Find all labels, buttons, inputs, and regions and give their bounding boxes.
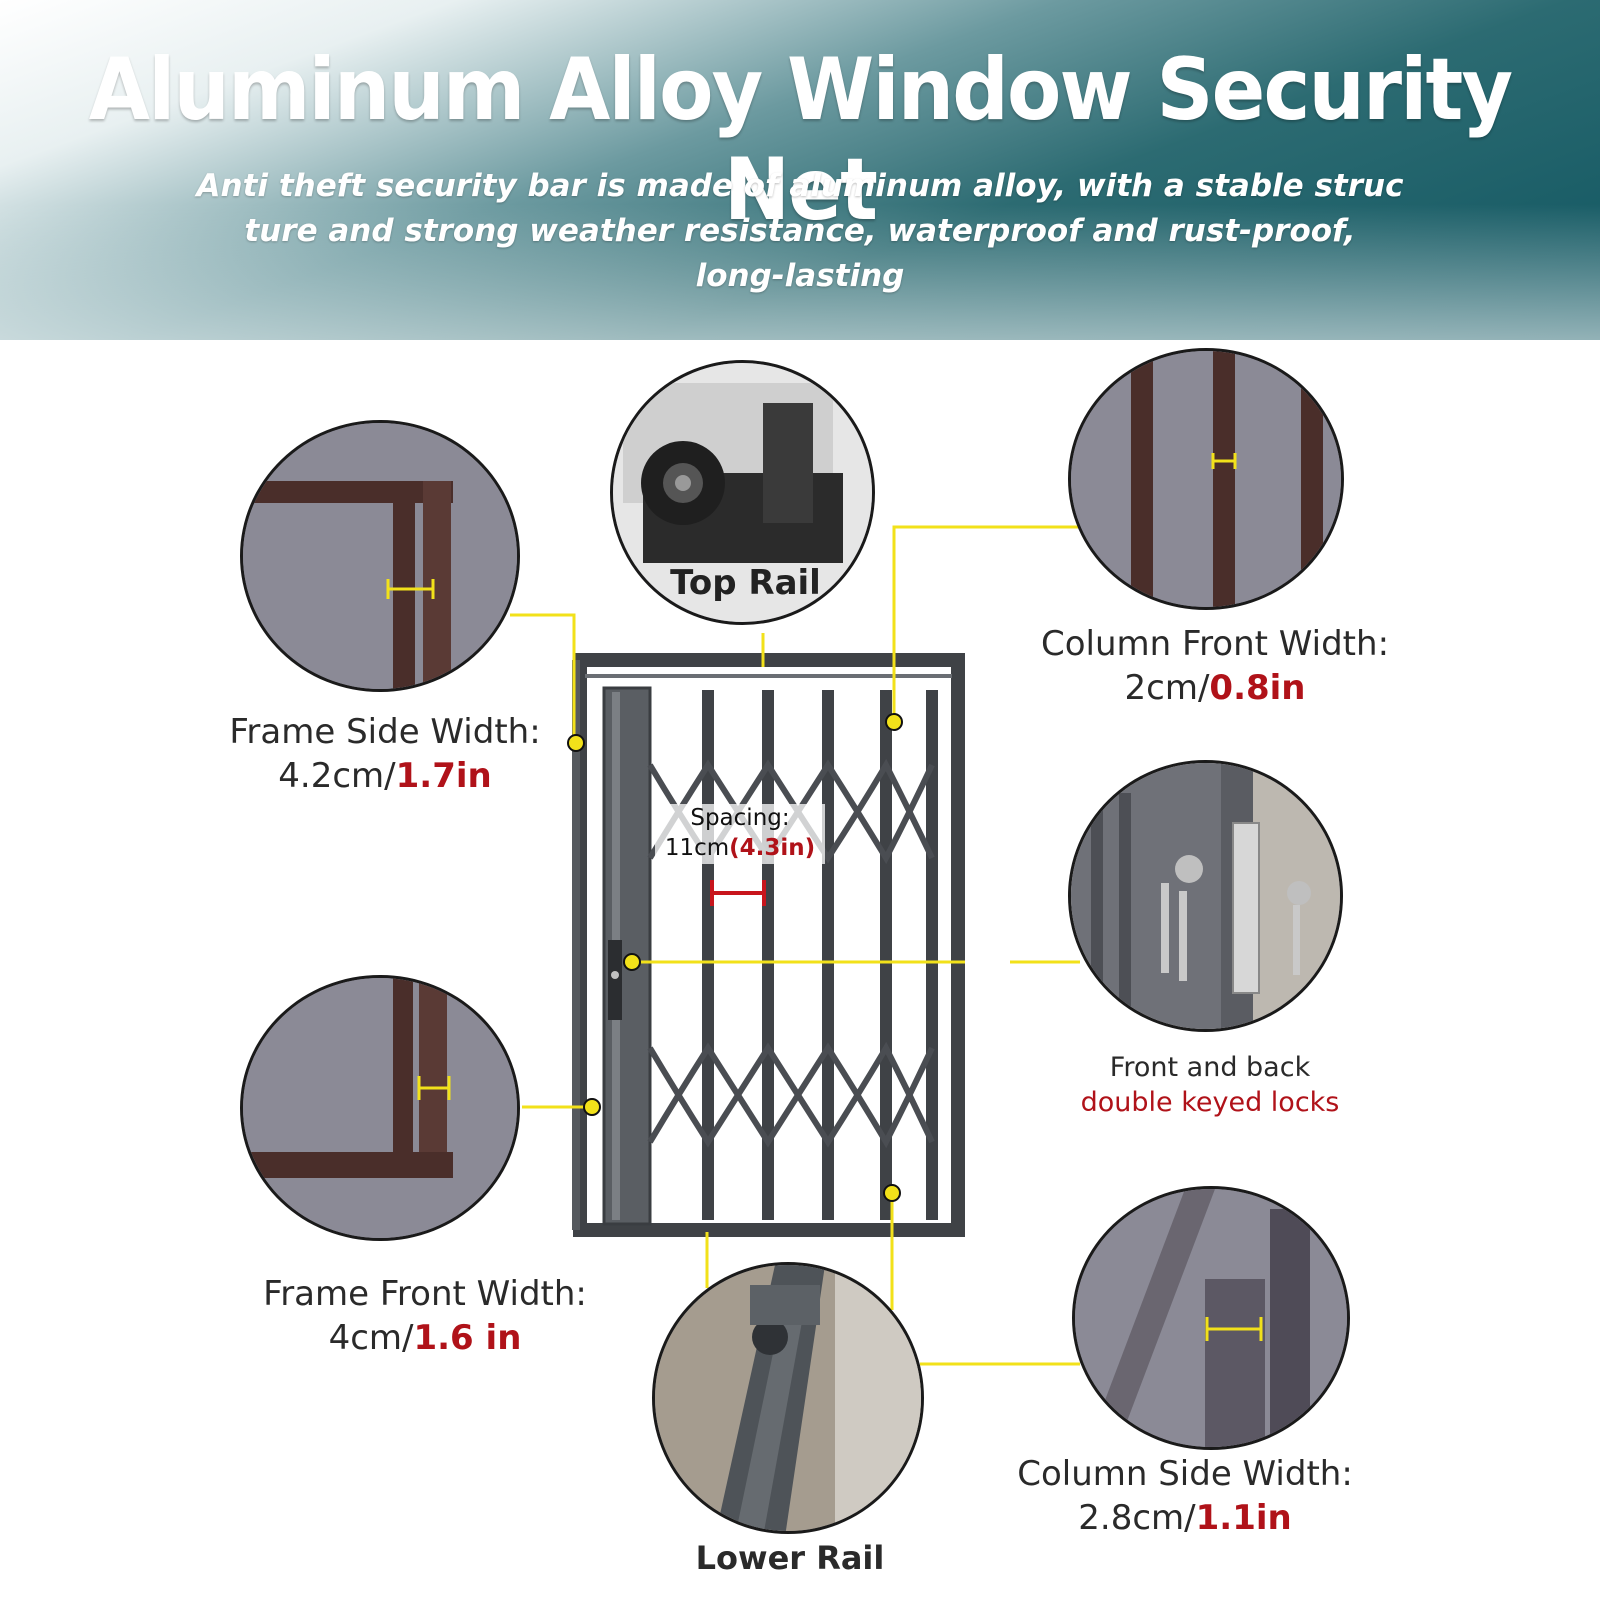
spacing-label: Spacing: 11cm(4.3in) bbox=[655, 804, 825, 864]
spacing-title: Spacing: bbox=[690, 805, 790, 831]
top-rail-detail: Top Rail bbox=[610, 360, 875, 625]
page-subtitle: Anti theft security bar is made of alumi… bbox=[140, 164, 1460, 299]
column-side-metric: 2.8cm/ bbox=[1078, 1498, 1196, 1539]
top-rail-label: Top Rail bbox=[670, 563, 821, 603]
column-front-metric: 2cm/ bbox=[1124, 668, 1210, 709]
column-side-detail bbox=[1072, 1186, 1350, 1450]
frame-side-title: Frame Side Width: bbox=[229, 712, 541, 752]
locks-line-2: double keyed locks bbox=[1080, 1087, 1340, 1119]
header-banner bbox=[0, 0, 1600, 340]
gate-lock-body bbox=[608, 940, 622, 1020]
subtitle-line-3: long-lasting bbox=[695, 258, 905, 294]
column-side-value: 2.8cm/1.1in bbox=[975, 1496, 1395, 1540]
column-side-imperial: 1.1in bbox=[1195, 1498, 1292, 1539]
lower-lattice bbox=[647, 1041, 935, 1149]
frame-side-detail bbox=[240, 420, 520, 692]
column-front-label: Column Front Width: 2cm/0.8in bbox=[1000, 622, 1430, 710]
column-front-detail bbox=[1068, 348, 1344, 610]
column-front-value: 2cm/0.8in bbox=[1000, 666, 1430, 710]
frame-side-imperial: 1.7in bbox=[395, 756, 492, 797]
column-front-title: Column Front Width: bbox=[1040, 624, 1390, 664]
frame-front-imperial: 1.6 in bbox=[413, 1318, 522, 1359]
column-side-label: Column Side Width: 2.8cm/1.1in bbox=[975, 1452, 1395, 1540]
frame-front-detail bbox=[240, 975, 520, 1241]
frame-side-value: 4.2cm/1.7in bbox=[200, 754, 570, 798]
frame-side-metric: 4.2cm/ bbox=[278, 756, 396, 797]
column-side-title: Column Side Width: bbox=[1017, 1454, 1353, 1494]
locks-line-1: Front and back bbox=[1109, 1052, 1311, 1083]
frame-side-label: Frame Side Width: 4.2cm/1.7in bbox=[200, 710, 570, 798]
callout-lines bbox=[510, 525, 1080, 1366]
spacing-value: 11cm(4.3in) bbox=[655, 834, 825, 864]
frame-front-title: Frame Front Width: bbox=[263, 1274, 587, 1314]
locks-detail bbox=[1068, 760, 1343, 1032]
spacing-metric: 11cm bbox=[664, 834, 730, 861]
callout-dots bbox=[567, 713, 903, 1202]
frame-front-label: Frame Front Width: 4cm/1.6 in bbox=[230, 1272, 620, 1360]
frame-front-value: 4cm/1.6 in bbox=[230, 1316, 620, 1360]
frame-front-metric: 4cm/ bbox=[328, 1318, 414, 1359]
vertical-columns bbox=[702, 690, 938, 1220]
subtitle-line-1: Anti theft security bar is made of alumi… bbox=[196, 168, 1404, 204]
spacing-marker bbox=[710, 880, 766, 906]
subtitle-line-2: ture and strong weather resistance, wate… bbox=[244, 213, 1356, 249]
page-title: Aluminum Alloy Window Security Net bbox=[88, 40, 1513, 240]
lower-rail-label: Lower Rail bbox=[695, 1539, 885, 1577]
column-front-imperial: 0.8in bbox=[1209, 668, 1306, 709]
locks-label: Front and back double keyed locks bbox=[1030, 1050, 1390, 1120]
spacing-imperial: (4.3in) bbox=[729, 834, 816, 861]
lower-rail-detail bbox=[652, 1262, 924, 1534]
